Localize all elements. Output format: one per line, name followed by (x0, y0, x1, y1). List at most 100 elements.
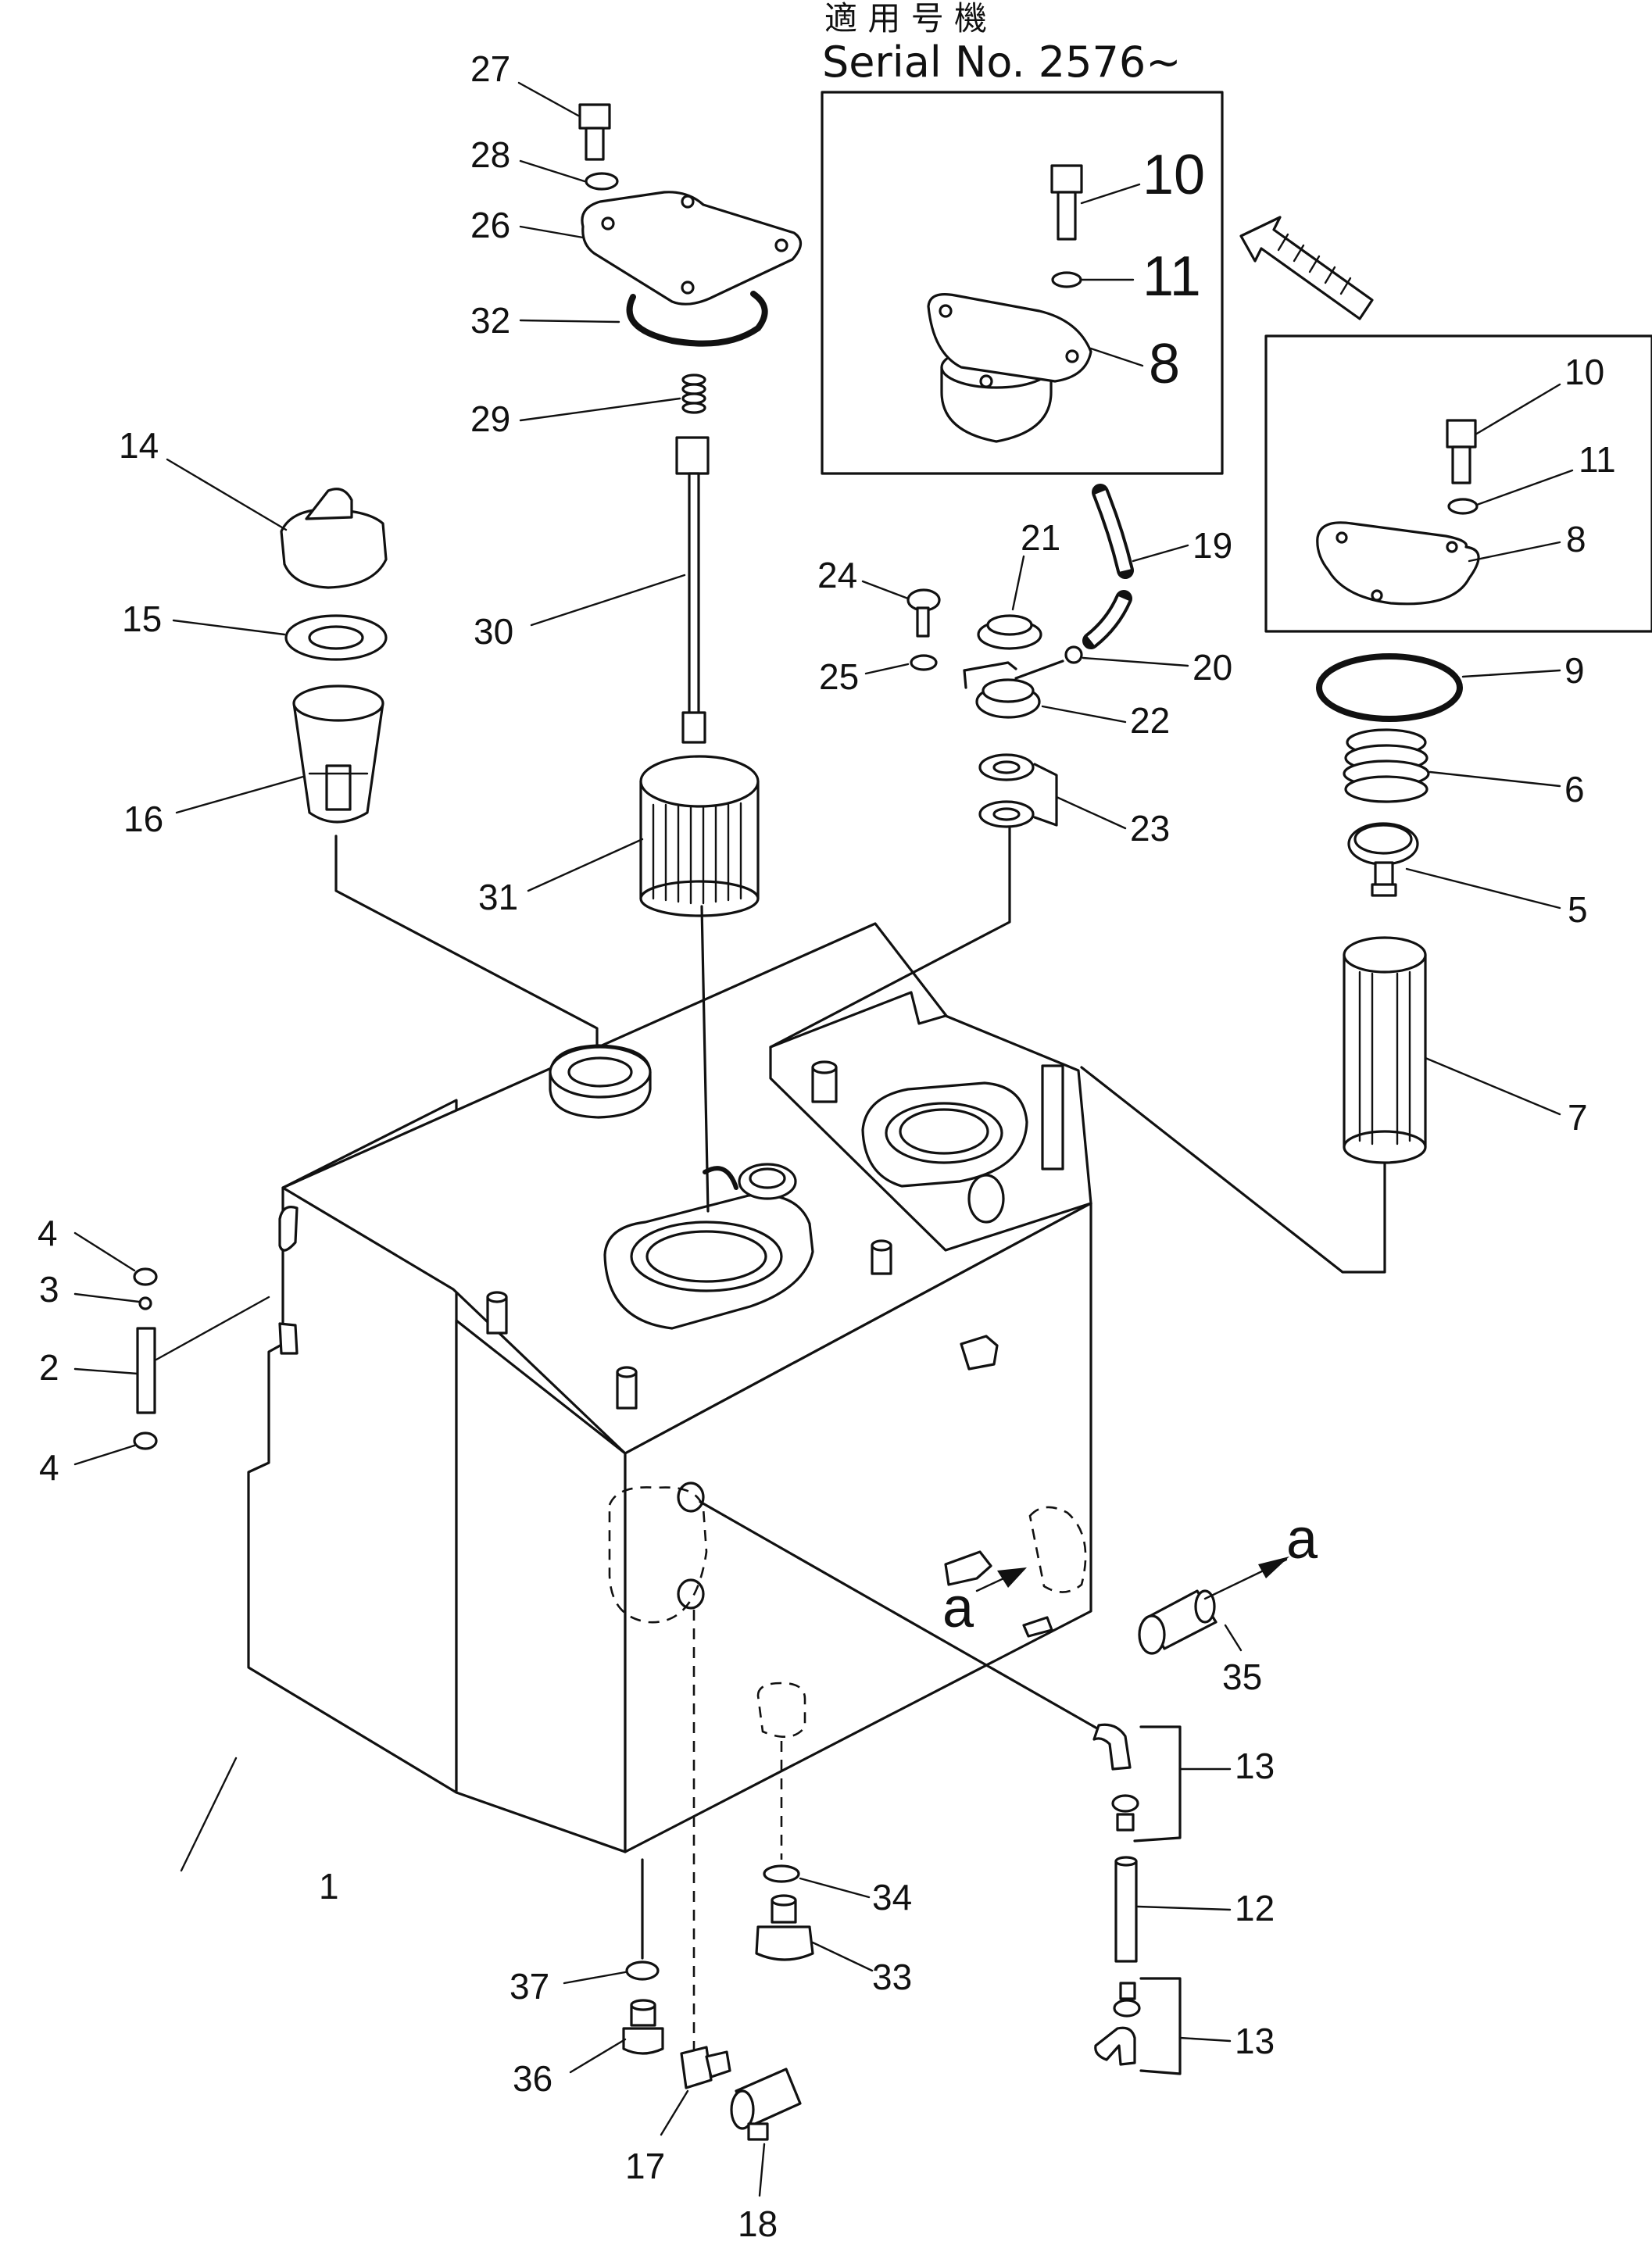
callout-37: 37 (510, 1966, 549, 2007)
gauge-tube-2 (136, 1327, 156, 1414)
leader-23-to-tank (769, 827, 1011, 1049)
cap-21 (977, 614, 1042, 650)
callout-12: 12 (1235, 1888, 1275, 1928)
view-a-arrowhead-left (997, 1567, 1027, 1588)
callout-8-right: 8 (1566, 519, 1586, 559)
callout-19: 19 (1193, 525, 1232, 566)
hidden-outline-left (608, 1486, 708, 1624)
callout-34: 34 (872, 1877, 912, 1918)
callout-29: 29 (470, 399, 510, 439)
nut-13-top (1111, 1794, 1139, 1832)
strainer-16 (292, 684, 384, 824)
o-ring-34 (763, 1864, 800, 1883)
callout-36: 36 (513, 2058, 552, 2099)
callout-10-inset: 10 (1142, 144, 1205, 206)
serial-label-english: Serial No. 2576~ (822, 38, 1181, 87)
filter-element-7 (1343, 936, 1427, 1164)
bolt-27 (578, 103, 611, 161)
callout-14: 14 (119, 425, 159, 466)
cock-17 (680, 2046, 731, 2089)
callout-17: 17 (625, 2146, 665, 2186)
right-inset-box: 10 11 8 (1264, 334, 1652, 633)
callout-3: 3 (39, 1269, 59, 1310)
hose-19 (1082, 484, 1134, 649)
spring-29 (681, 374, 706, 414)
right-cover-8 (1316, 521, 1480, 606)
elbow-13-top (1092, 1723, 1132, 1771)
inset-cover-8 (927, 293, 1092, 443)
callout-33: 33 (872, 1957, 912, 1997)
leader-16-to-tank (334, 835, 599, 1047)
leader-gauge-to-tank (155, 1296, 270, 1361)
callout-24: 24 (817, 555, 857, 595)
callout-23: 23 (1130, 808, 1170, 849)
washer-37 (625, 1960, 660, 1981)
gaskets-23 (978, 753, 1058, 828)
view-marker-a-right: a (1286, 1508, 1318, 1571)
reference-arrow (1239, 216, 1374, 320)
breather-22 (963, 659, 1064, 719)
callout-10-right: 10 (1564, 352, 1604, 392)
callout-28: 28 (470, 134, 510, 175)
clamp-20 (1064, 645, 1083, 664)
washer-25 (910, 654, 938, 671)
o-ring-32 (626, 291, 768, 347)
callout-22: 22 (1130, 700, 1170, 741)
callout-5: 5 (1568, 889, 1588, 930)
callout-1: 1 (319, 1866, 339, 1907)
filler-cap-14 (280, 488, 388, 589)
callout-4-top: 4 (38, 1213, 58, 1253)
leader-7-to-tank (1080, 1066, 1386, 1274)
inset-washer-11 (1051, 271, 1082, 288)
cover-plate-26 (581, 191, 803, 306)
pipe-12 (1114, 1860, 1138, 1963)
view-marker-a-left: a (942, 1577, 974, 1639)
callout-7: 7 (1568, 1097, 1588, 1138)
callout-30: 30 (474, 611, 513, 652)
ball-3 (138, 1296, 152, 1310)
callout-11-inset: 11 (1142, 245, 1201, 308)
view-a-arrowhead-right (1258, 1557, 1289, 1578)
o-ring-9 (1316, 653, 1463, 722)
valve-5 (1347, 822, 1419, 897)
callout-35: 35 (1222, 1657, 1262, 1697)
callout-20: 20 (1193, 647, 1232, 688)
callout-25: 25 (819, 656, 859, 697)
hose-end-18 (730, 2068, 802, 2141)
right-washer-11 (1447, 498, 1479, 515)
gasket-15 (284, 614, 388, 661)
hidden-outline-drain (756, 1682, 806, 1738)
serial-label-japanese: 適 用 号 機 (824, 0, 987, 38)
leader-pipe-to-tank (699, 1500, 1099, 1730)
callout-21: 21 (1021, 517, 1060, 558)
tank-body-1 (247, 922, 1092, 1853)
strainer-35 (1138, 1589, 1218, 1655)
callout-32: 32 (470, 300, 510, 341)
right-bolt-10 (1446, 419, 1477, 484)
callout-18: 18 (738, 2203, 778, 2241)
callout-27: 27 (470, 48, 510, 89)
callout-26: 26 (470, 205, 510, 245)
rod-30 (675, 436, 710, 744)
callout-31: 31 (478, 877, 518, 917)
callout-2: 2 (39, 1347, 59, 1388)
callout-13-top: 13 (1235, 1746, 1275, 1786)
callout-8-inset: 8 (1149, 333, 1180, 395)
callout-13-bottom: 13 (1235, 2021, 1275, 2061)
drain-plug-33 (755, 1894, 814, 1961)
hidden-outline-right (1028, 1506, 1087, 1593)
inset-bolt-10 (1050, 164, 1083, 241)
washer-28 (585, 172, 619, 191)
spring-6 (1343, 728, 1430, 803)
screw-24 (906, 588, 941, 638)
plug-36 (622, 1999, 664, 2055)
callout-4-bottom: 4 (39, 1447, 59, 1488)
gasket-15-hole (308, 625, 364, 650)
callout-16: 16 (123, 799, 163, 839)
leader-strainer-to-tank (700, 905, 710, 1213)
callout-15: 15 (122, 599, 162, 639)
serial-inset-box: 10 11 8 (821, 91, 1224, 475)
callout-9: 9 (1564, 650, 1585, 691)
